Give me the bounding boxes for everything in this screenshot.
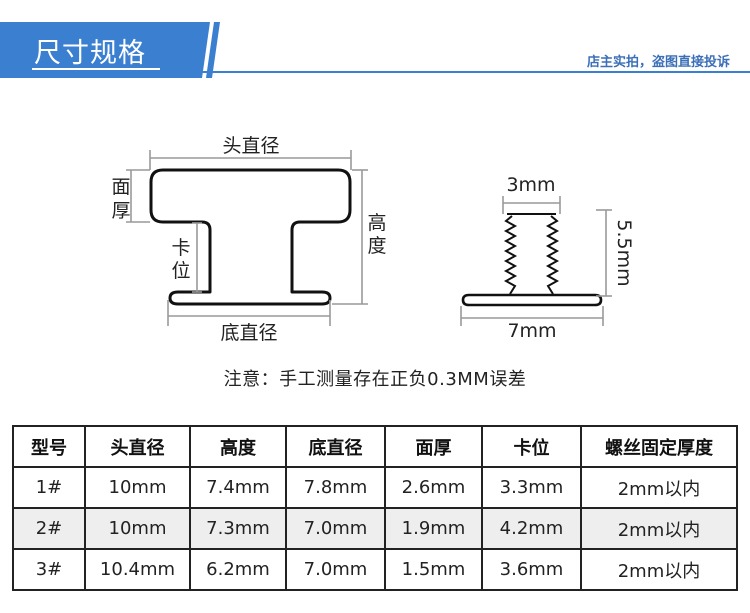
label-height-2: 度 — [367, 235, 386, 257]
cell-head-diameter: 10mm — [84, 466, 191, 509]
cell-screw-thickness: 2mm以内 — [580, 548, 738, 591]
cell-face-thickness: 1.5mm — [384, 548, 483, 591]
table-row: 3# 10.4mm 6.2mm 7.0mm 1.5mm 3.6mm 2mm以内 — [12, 548, 738, 591]
cell-base-diameter: 7.8mm — [285, 466, 386, 509]
cell-model: 1# — [12, 466, 86, 509]
col-header-base-diameter: 底直径 — [285, 425, 386, 468]
section-title-tab: 尺寸规格 — [0, 22, 196, 78]
cell-screw-thickness: 2mm以内 — [580, 507, 738, 550]
cell-screw-thickness: 2mm以内 — [580, 466, 738, 509]
label-height-1: 高 — [367, 212, 386, 234]
table-header-row: 型号 头直径 高度 底直径 面厚 卡位 螺丝固定厚度 — [12, 425, 738, 468]
cell-model: 2# — [12, 507, 86, 550]
cell-face-thickness: 2.6mm — [384, 466, 483, 509]
label-clip-2: 位 — [171, 260, 190, 282]
cell-base-diameter: 7.0mm — [285, 548, 386, 591]
col-header-height: 高度 — [189, 425, 287, 468]
label-post-height: 5.5mm — [613, 219, 635, 286]
dimension-diagram: 头直径 面 厚 卡 位 高 度 底直径 3mm — [111, 135, 635, 344]
cell-head-diameter: 10.4mm — [84, 548, 191, 591]
header-rule — [196, 71, 750, 73]
cell-clip: 3.3mm — [481, 466, 582, 509]
title-underline — [32, 68, 160, 70]
copyright-note: 店主实拍，盗图直接投诉 — [586, 55, 730, 70]
label-base-width: 7mm — [507, 320, 556, 342]
cell-base-diameter: 7.0mm — [285, 507, 386, 550]
label-face-thickness-1: 面 — [111, 176, 130, 198]
rivet-profile-drawing: 头直径 面 厚 卡 位 高 度 底直径 — [111, 135, 386, 344]
cell-clip: 3.6mm — [481, 548, 582, 591]
cell-height: 7.4mm — [189, 466, 287, 509]
label-head-diameter: 头直径 — [222, 135, 279, 157]
col-header-clip: 卡位 — [481, 425, 582, 468]
label-face-thickness-2: 厚 — [111, 200, 130, 222]
cell-head-diameter: 10mm — [84, 507, 191, 550]
table-row: 2# 10mm 7.3mm 7.0mm 1.9mm 4.2mm 2mm以内 — [12, 507, 738, 550]
section-header: 尺寸规格 店主实拍，盗图直接投诉 — [0, 22, 750, 78]
screw-post-drawing: 3mm 5.5mm 7mm — [460, 174, 635, 342]
cell-height: 6.2mm — [189, 548, 287, 591]
label-clip-1: 卡 — [171, 237, 190, 259]
cell-clip: 4.2mm — [481, 507, 582, 550]
col-header-model: 型号 — [12, 425, 86, 468]
spec-table: 型号 头直径 高度 底直径 面厚 卡位 螺丝固定厚度 1# 10mm 7.4mm… — [12, 425, 738, 591]
label-top-width: 3mm — [506, 174, 555, 196]
header-slash-decoration — [196, 22, 220, 78]
col-header-screw-thickness: 螺丝固定厚度 — [580, 425, 738, 468]
section-title: 尺寸规格 — [34, 38, 146, 69]
label-base-diameter: 底直径 — [220, 322, 277, 344]
col-header-face-thickness: 面厚 — [384, 425, 483, 468]
cell-height: 7.3mm — [189, 507, 287, 550]
measurement-notice: 注意：手工测量存在正负0.3MM误差 — [223, 369, 527, 390]
cell-face-thickness: 1.9mm — [384, 507, 483, 550]
cell-model: 3# — [12, 548, 86, 591]
table-row: 1# 10mm 7.4mm 7.8mm 2.6mm 3.3mm 2mm以内 — [12, 466, 738, 509]
col-header-head-diameter: 头直径 — [84, 425, 191, 468]
